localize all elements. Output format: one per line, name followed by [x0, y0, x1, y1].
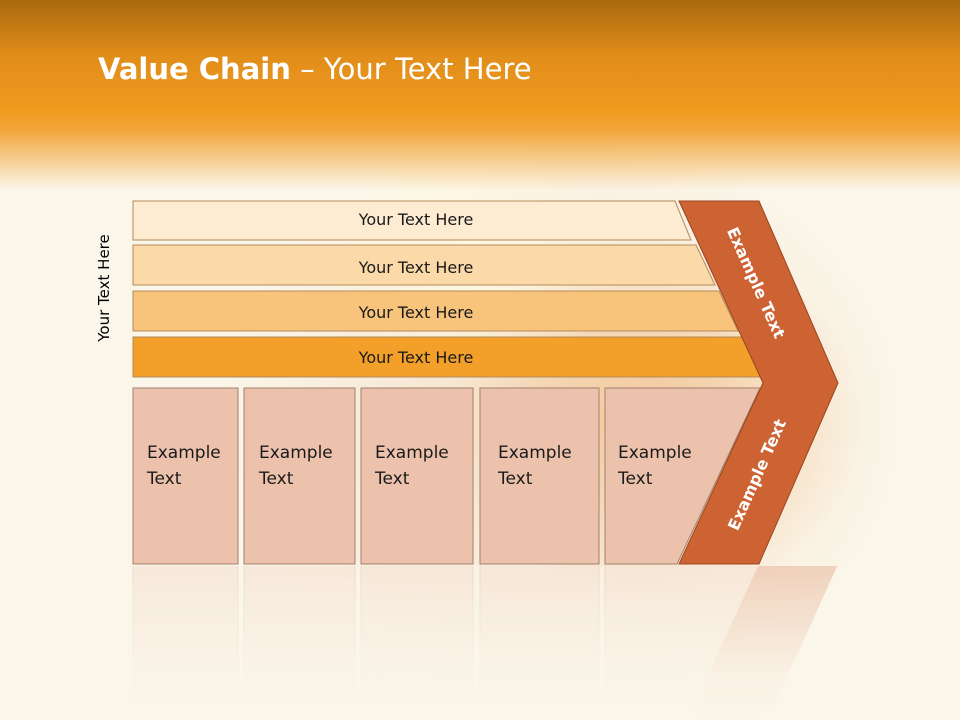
- column-box-2[interactable]: [243, 387, 356, 565]
- column-label-5-line2: Text: [618, 469, 653, 489]
- column-label-4-line2: Text: [498, 469, 533, 489]
- row-label-4: Your Text Here: [358, 348, 474, 367]
- row-bar-2[interactable]: [132, 244, 716, 286]
- column-label-3-line1: Example: [375, 443, 449, 463]
- column-label-4-line1: Example: [498, 443, 572, 463]
- column-label-5: Example Text: [618, 440, 692, 492]
- column-label-5-line1: Example: [618, 443, 692, 463]
- column-label-2-line1: Example: [259, 443, 333, 463]
- column-box-3[interactable]: [360, 387, 474, 565]
- reflection-fade: [0, 566, 960, 720]
- row-label-2: Your Text Here: [358, 258, 474, 277]
- column-label-4: Example Text: [498, 440, 572, 492]
- column-label-3-line2: Text: [375, 469, 410, 489]
- column-label-1-line2: Text: [147, 469, 182, 489]
- column-label-2-line2: Text: [259, 469, 294, 489]
- row-label-1: Your Text Here: [358, 210, 474, 229]
- title-rest: – Your Text Here: [290, 52, 532, 86]
- row-bar-3[interactable]: [132, 290, 739, 332]
- column-box-1[interactable]: [132, 387, 239, 565]
- chevron-arrow[interactable]: [678, 200, 839, 565]
- column-box-5[interactable]: [604, 387, 761, 565]
- slide-title[interactable]: Value Chain – Your Text Here: [98, 52, 532, 86]
- column-box-4[interactable]: [479, 387, 600, 565]
- header-band: [0, 0, 960, 190]
- column-label-3: Example Text: [375, 440, 449, 492]
- row-label-3: Your Text Here: [358, 303, 474, 322]
- title-bold: Value Chain: [98, 52, 291, 86]
- column-label-1: Example Text: [147, 440, 221, 492]
- column-label-2: Example Text: [259, 440, 333, 492]
- row-bar-1[interactable]: [132, 200, 692, 241]
- column-label-1-line1: Example: [147, 443, 221, 463]
